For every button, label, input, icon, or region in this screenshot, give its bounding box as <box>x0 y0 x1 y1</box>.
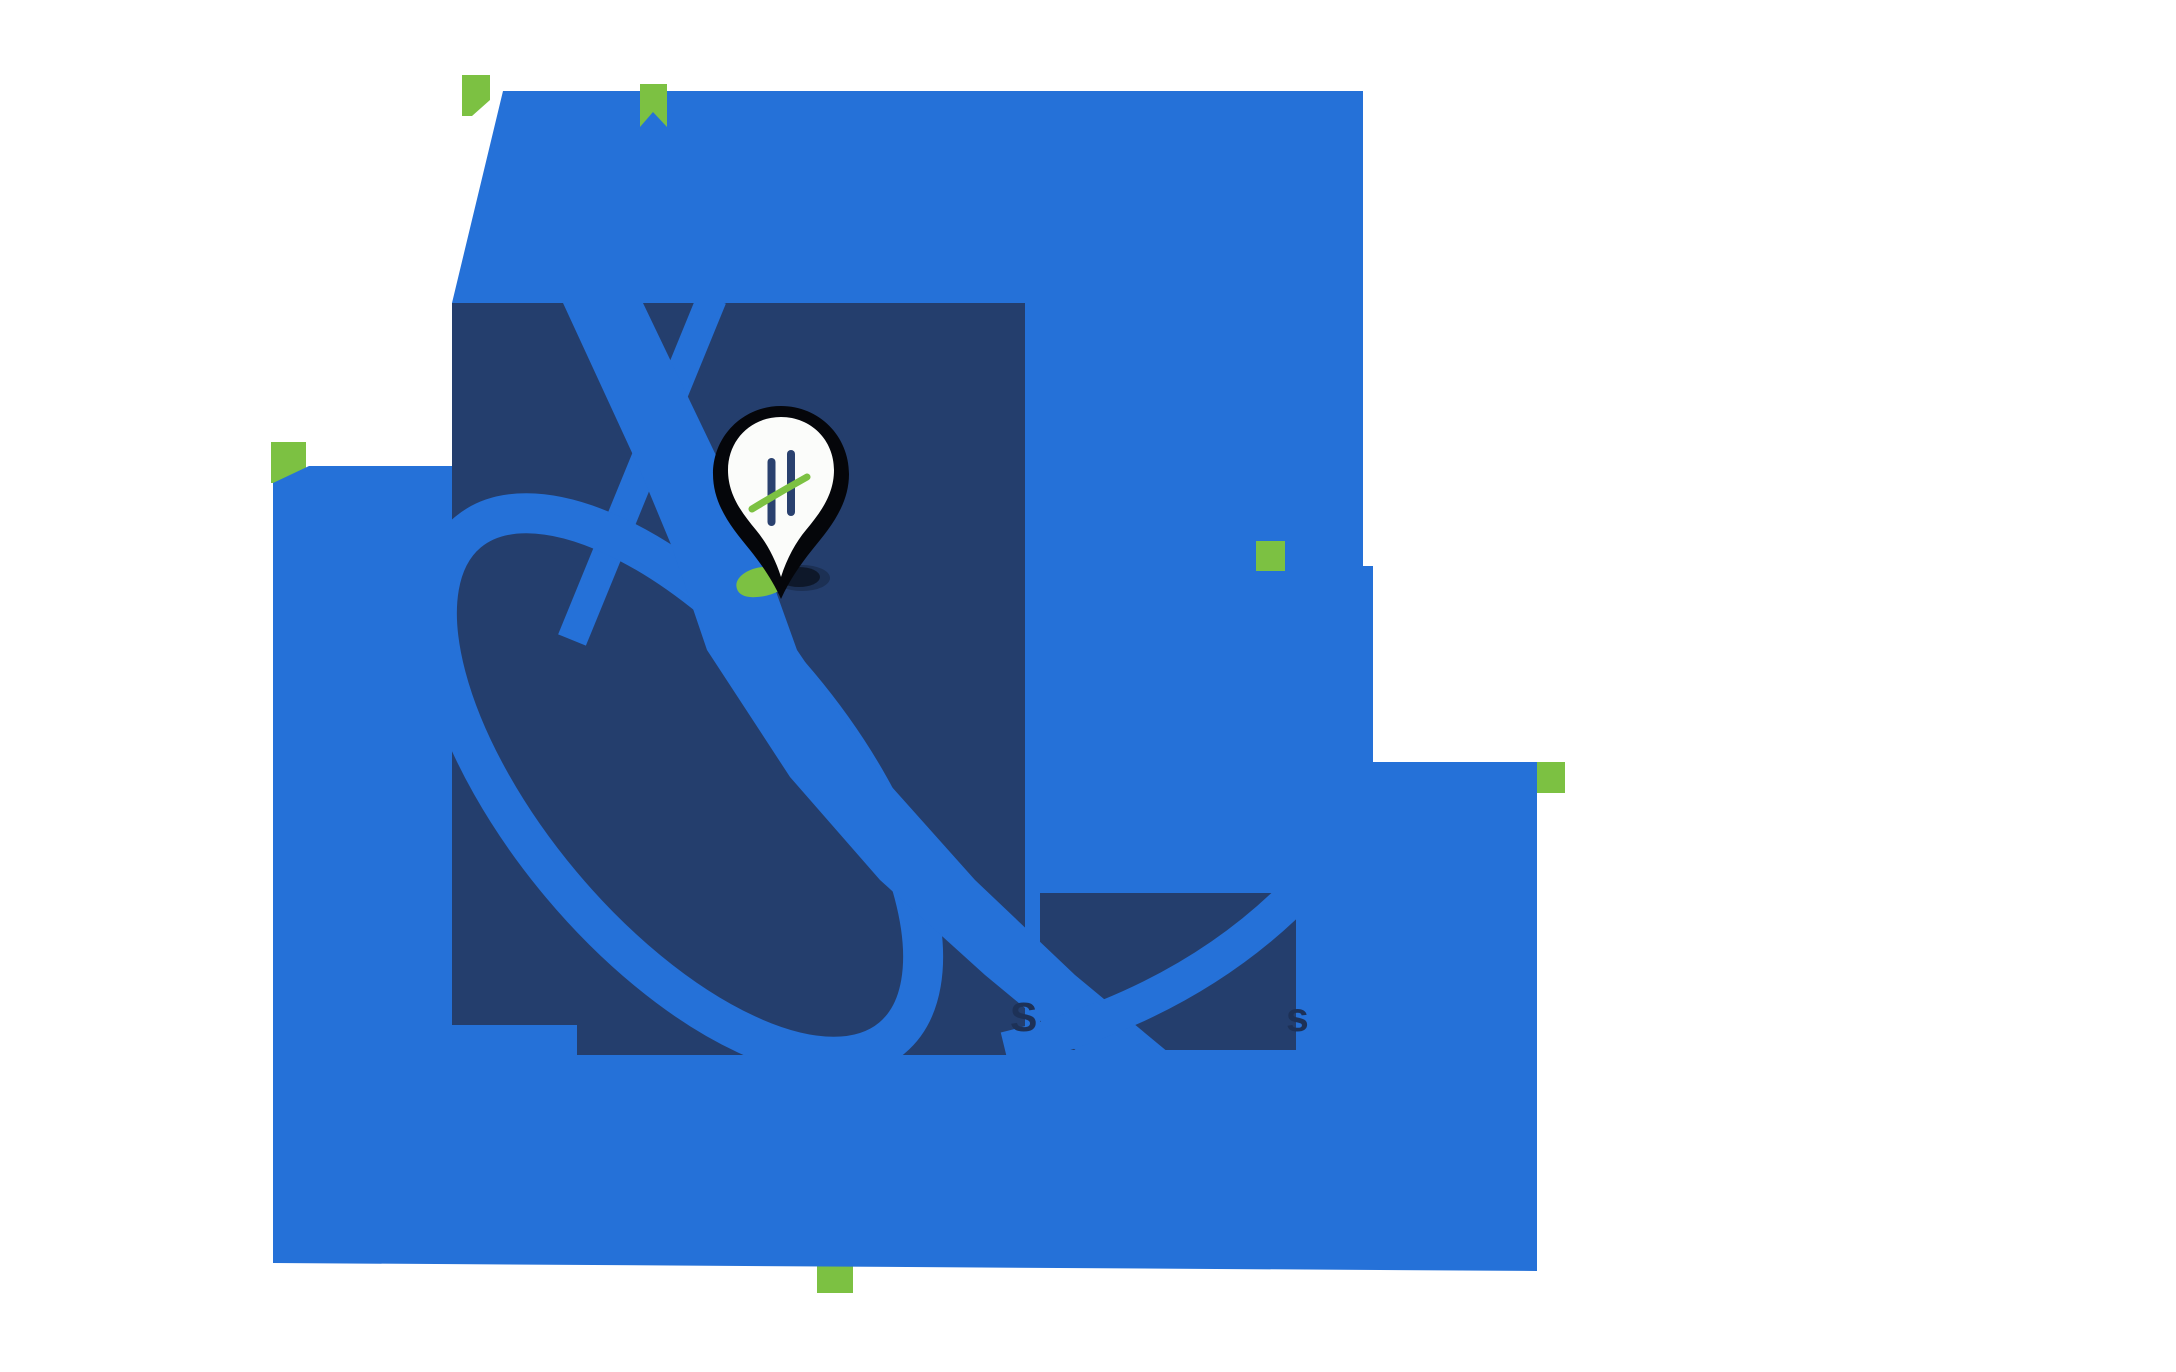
obscured-text-fragment-left: S <box>1010 994 1037 1040</box>
road-curve-lower-right <box>1000 875 1296 1055</box>
map-flag-marker-top <box>640 84 667 127</box>
h-monogram-logo <box>748 450 811 526</box>
location-pin-icon <box>713 406 849 599</box>
obscured-text-fragment-right: s <box>1286 994 1309 1040</box>
map-square-marker-top-left <box>462 75 490 116</box>
map-square-marker-right <box>1256 541 1285 571</box>
map-square-marker-bottom-right <box>1537 762 1565 793</box>
pin-face <box>728 417 834 577</box>
h-bar-left <box>767 458 776 526</box>
h-green-slash <box>748 473 811 513</box>
